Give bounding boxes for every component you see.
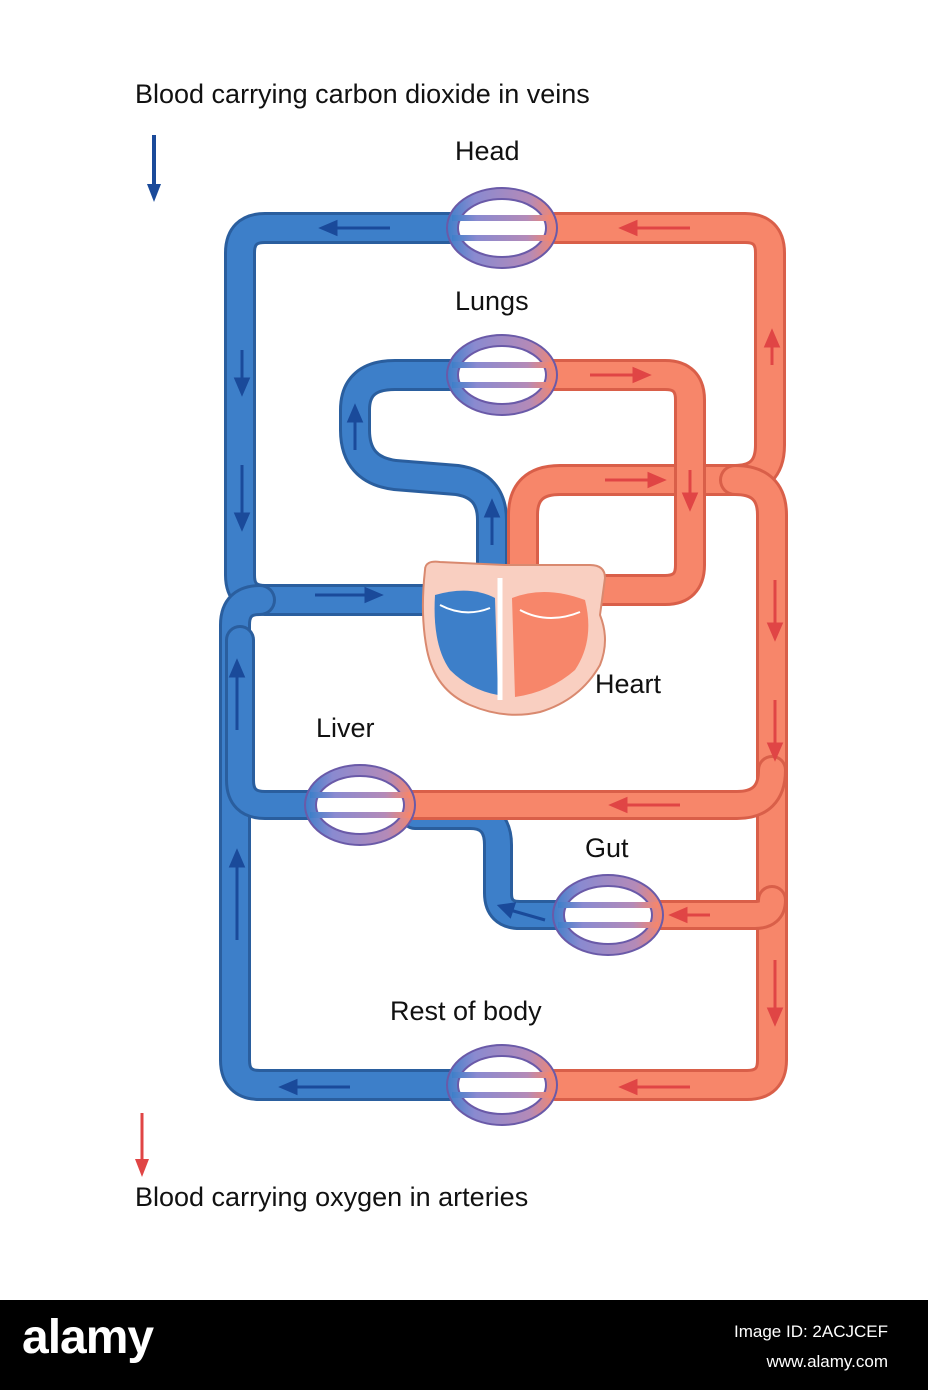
watermark-footer: alamy Image ID: 2ACJCEF www.alamy.com <box>0 1300 928 1390</box>
site-url: www.alamy.com <box>766 1352 888 1371</box>
brand-logo: alamy <box>22 1311 154 1364</box>
arrow-left-rest <box>618 1078 690 1096</box>
arrow-up-heart <box>483 498 501 545</box>
vein-flow-arrows <box>228 219 546 1096</box>
arrow-left-to-head <box>618 219 690 237</box>
arrow-left-head <box>318 219 390 237</box>
arrow-right-into-heart <box>315 586 384 604</box>
label-lungs: Lungs <box>455 286 529 316</box>
image-id: Image ID: 2ACJCEF <box>734 1322 888 1341</box>
legend-veins-text: Blood carrying carbon dioxide in veins <box>135 79 590 109</box>
legend-artery-arrow-icon <box>135 1113 149 1177</box>
artery-flow-arrows <box>590 219 784 1096</box>
arrow-up-left-1 <box>228 658 246 730</box>
veins <box>219 212 575 1101</box>
capillary-beds <box>304 187 664 1126</box>
arrow-left-body <box>278 1078 350 1096</box>
circulatory-system-diagram: Blood carrying carbon dioxide in veins B… <box>135 79 788 1212</box>
arrow-right-lungs <box>590 366 652 384</box>
arrow-to-lungs <box>346 403 364 450</box>
arrow-portal <box>496 902 546 922</box>
arrow-left-liver <box>608 796 680 814</box>
label-liver: Liver <box>316 713 375 743</box>
arrow-down-right-3 <box>766 960 784 1027</box>
label-head: Head <box>455 136 520 166</box>
arrow-down-upper-left <box>233 350 251 397</box>
capillary-head <box>446 187 558 269</box>
arrow-up-right <box>763 328 781 365</box>
legend-veins: Blood carrying carbon dioxide in veins <box>135 79 590 202</box>
capillary-liver <box>304 764 416 846</box>
heart <box>421 560 607 716</box>
arrow-left-gut <box>668 906 710 924</box>
label-gut: Gut <box>585 833 629 863</box>
arrow-down-right-2 <box>766 700 784 762</box>
arrow-down-mid-left <box>233 465 251 532</box>
capillary-gut <box>552 874 664 956</box>
arrow-right-aorta <box>605 471 667 489</box>
capillary-lungs <box>446 334 558 416</box>
label-rest-of-body: Rest of body <box>390 996 542 1026</box>
legend-arteries-text: Blood carrying oxygen in arteries <box>135 1182 528 1212</box>
legend-vein-arrow-icon <box>147 135 161 202</box>
legend-arteries: Blood carrying oxygen in arteries <box>135 1113 528 1212</box>
arrow-down-lungs-return <box>681 470 699 512</box>
label-heart: Heart <box>595 669 662 699</box>
arrow-down-right-1 <box>766 580 784 642</box>
artery-aorta <box>507 212 786 626</box>
arrow-up-left-2 <box>228 848 246 940</box>
capillary-rest-of-body <box>446 1044 558 1126</box>
